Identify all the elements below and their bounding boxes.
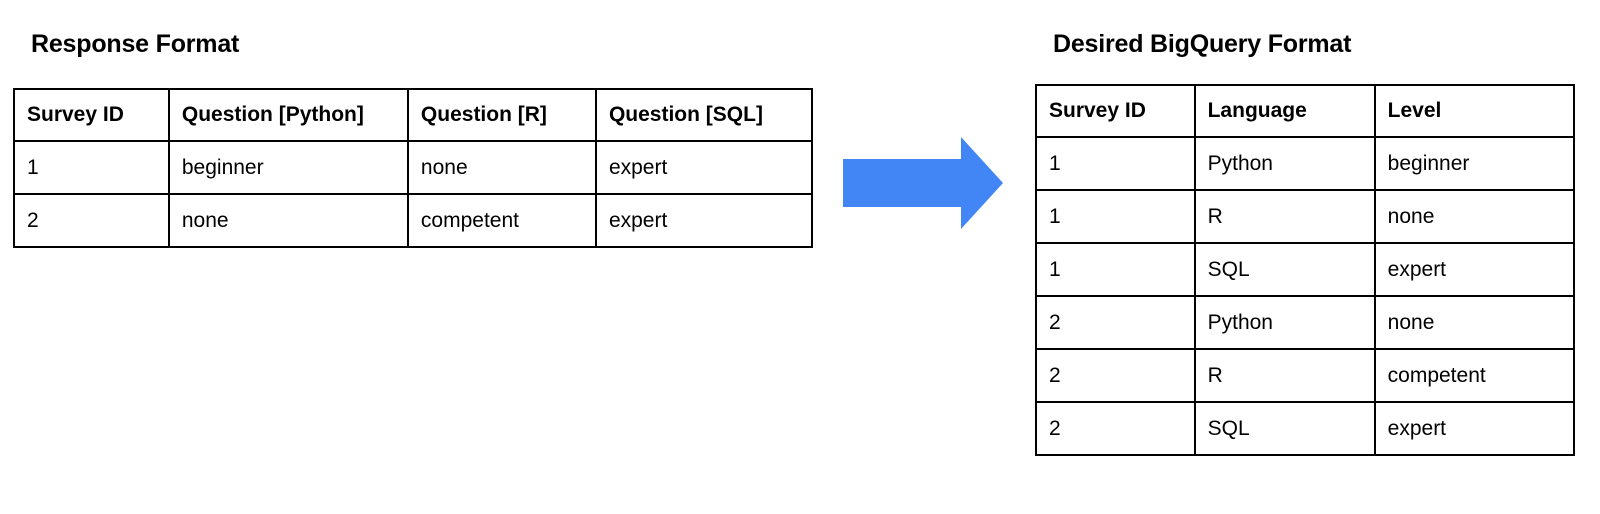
cell-level: competent xyxy=(1373,348,1576,403)
cell-language: Python xyxy=(1193,295,1376,350)
cell-survey-id: 1 xyxy=(13,140,170,195)
left-panel-title: Response Format xyxy=(31,30,240,58)
cell-question-python: beginner xyxy=(167,140,409,195)
cell-level: expert xyxy=(1373,401,1576,456)
right-panel-title: Desired BigQuery Format xyxy=(1053,30,1352,58)
cell-question-python: none xyxy=(167,193,409,248)
table-row: 2 none competent expert xyxy=(13,193,814,248)
bigquery-format-table: Survey ID Language Level 1 Python beginn… xyxy=(1035,84,1576,456)
cell-language: SQL xyxy=(1193,242,1376,297)
cell-language: R xyxy=(1193,189,1376,244)
cell-language: SQL xyxy=(1193,401,1376,456)
column-header-language: Language xyxy=(1193,84,1376,138)
column-header-question-r: Question [R] xyxy=(406,88,597,142)
cell-survey-id: 2 xyxy=(1035,295,1196,350)
column-header-survey-id: Survey ID xyxy=(13,88,170,142)
table-row: 1 SQL expert xyxy=(1035,242,1576,297)
cell-survey-id: 1 xyxy=(1035,189,1196,244)
table-row: 1 R none xyxy=(1035,189,1576,244)
column-header-level: Level xyxy=(1373,84,1576,138)
response-format-table: Survey ID Question [Python] Question [R]… xyxy=(13,88,814,248)
cell-survey-id: 2 xyxy=(1035,401,1196,456)
column-header-survey-id: Survey ID xyxy=(1035,84,1196,138)
table-row: 1 Python beginner xyxy=(1035,136,1576,191)
table-row: 2 Python none xyxy=(1035,295,1576,350)
cell-question-r: none xyxy=(406,140,597,195)
cell-survey-id: 2 xyxy=(1035,348,1196,403)
cell-survey-id: 1 xyxy=(1035,136,1196,191)
cell-level: expert xyxy=(1373,242,1576,297)
cell-survey-id: 2 xyxy=(13,193,170,248)
cell-level: beginner xyxy=(1373,136,1576,191)
right-arrow-icon xyxy=(843,137,1003,229)
table-header-row: Survey ID Question [Python] Question [R]… xyxy=(13,88,814,142)
cell-language: Python xyxy=(1193,136,1376,191)
column-header-question-python: Question [Python] xyxy=(167,88,409,142)
transformation-arrow xyxy=(843,137,1003,229)
cell-survey-id: 1 xyxy=(1035,242,1196,297)
table-row: 1 beginner none expert xyxy=(13,140,814,195)
cell-level: none xyxy=(1373,189,1576,244)
cell-question-sql: expert xyxy=(594,193,814,248)
cell-language: R xyxy=(1193,348,1376,403)
cell-level: none xyxy=(1373,295,1576,350)
column-header-question-sql: Question [SQL] xyxy=(594,88,814,142)
cell-question-sql: expert xyxy=(594,140,814,195)
cell-question-r: competent xyxy=(406,193,597,248)
table-row: 2 R competent xyxy=(1035,348,1576,403)
table-header-row: Survey ID Language Level xyxy=(1035,84,1576,138)
table-row: 2 SQL expert xyxy=(1035,401,1576,456)
